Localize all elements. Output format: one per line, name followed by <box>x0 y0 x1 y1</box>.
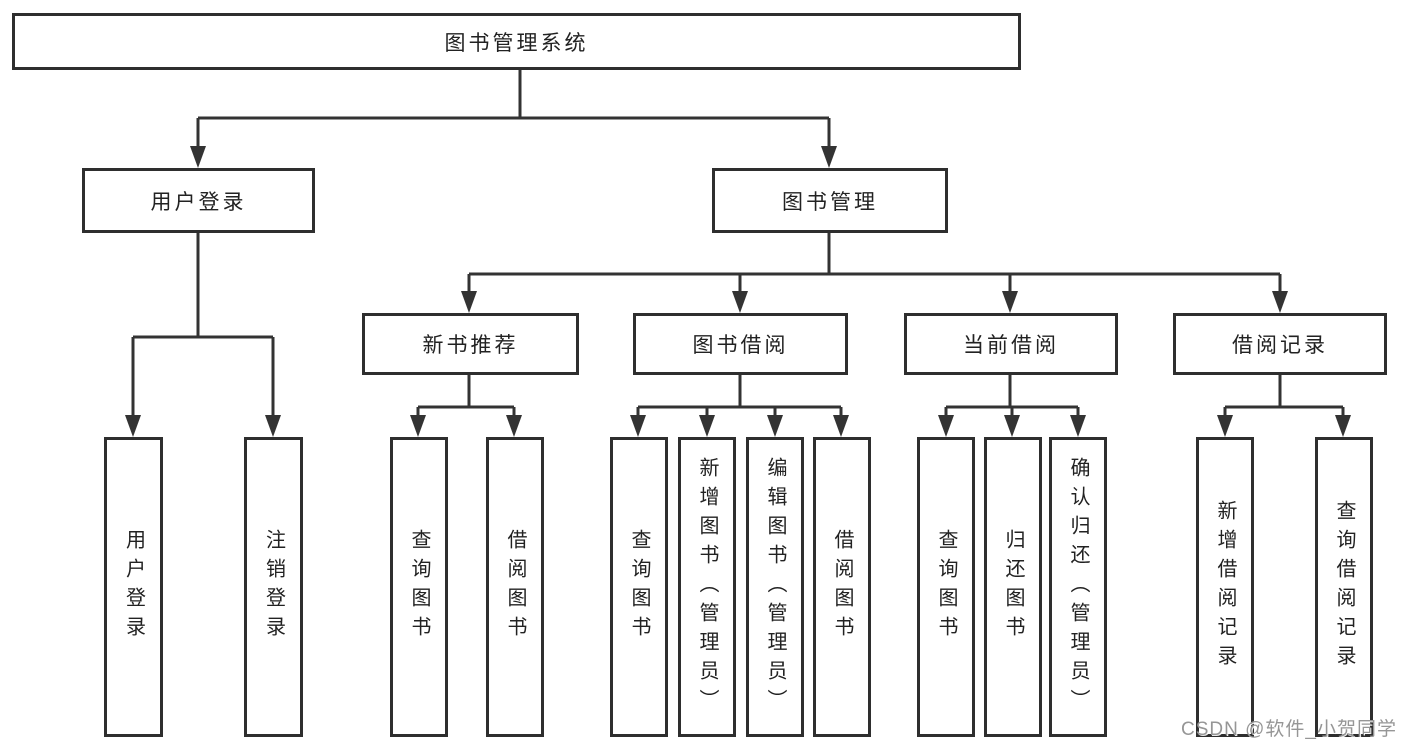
node-user-login-label: 用户登录 <box>150 190 247 214</box>
leaf-logout: 注销登录 <box>244 437 303 737</box>
leaf-query-books-current-label: 查询图书 <box>935 529 957 645</box>
leaf-user-login: 用户登录 <box>104 437 163 737</box>
leaf-edit-books-admin: 编辑图书（管理员） <box>746 437 804 737</box>
node-root: 图书管理系统 <box>12 13 1021 70</box>
leaf-confirm-return-admin-label: 确认归还（管理员） <box>1067 456 1089 718</box>
node-root-label: 图书管理系统 <box>444 31 589 55</box>
node-book-management: 图书管理 <box>712 168 948 233</box>
leaf-return-books-label: 归还图书 <box>1002 529 1024 645</box>
node-new-book-recommend-label: 新书推荐 <box>422 334 519 357</box>
leaf-add-borrow-record: 新增借阅记录 <box>1196 437 1254 737</box>
leaf-return-books: 归还图书 <box>984 437 1042 737</box>
leaf-query-borrow-record: 查询借阅记录 <box>1315 437 1373 737</box>
csdn-watermark: CSDN @软件_小贺同学 <box>1181 719 1397 740</box>
arrowheads <box>125 146 1351 437</box>
leaf-query-books-recommend: 查询图书 <box>390 437 448 737</box>
leaf-add-borrow-record-label: 新增借阅记录 <box>1214 500 1236 674</box>
leaf-query-borrow-record-label: 查询借阅记录 <box>1333 500 1355 674</box>
leaf-user-login-label: 用户登录 <box>122 529 145 645</box>
node-user-login: 用户登录 <box>82 168 315 233</box>
node-borrow-record-label: 借阅记录 <box>1232 334 1328 357</box>
leaf-edit-books-admin-label: 编辑图书（管理员） <box>764 456 786 718</box>
node-book-management-label: 图书管理 <box>782 190 878 214</box>
node-current-borrow: 当前借阅 <box>904 313 1118 375</box>
leaf-add-books-admin-label: 新增图书（管理员） <box>696 456 718 718</box>
leaf-confirm-return-admin: 确认归还（管理员） <box>1049 437 1107 737</box>
node-book-borrow: 图书借阅 <box>633 313 848 375</box>
leaf-borrow-books-recommend-label: 借阅图书 <box>504 529 526 645</box>
node-new-book-recommend: 新书推荐 <box>362 313 579 375</box>
node-book-borrow-label: 图书借阅 <box>692 334 789 357</box>
leaf-logout-label: 注销登录 <box>262 529 285 645</box>
node-current-borrow-label: 当前借阅 <box>963 334 1059 357</box>
leaf-query-books-borrow: 查询图书 <box>610 437 668 737</box>
leaf-add-books-admin: 新增图书（管理员） <box>678 437 736 737</box>
leaf-borrow-books: 借阅图书 <box>813 437 871 737</box>
leaf-query-books-current: 查询图书 <box>917 437 975 737</box>
leaf-borrow-books-label: 借阅图书 <box>831 529 853 645</box>
node-borrow-record: 借阅记录 <box>1173 313 1387 375</box>
leaf-query-books-recommend-label: 查询图书 <box>408 529 430 645</box>
leaf-borrow-books-recommend: 借阅图书 <box>486 437 544 737</box>
leaf-query-books-borrow-label: 查询图书 <box>628 529 650 645</box>
